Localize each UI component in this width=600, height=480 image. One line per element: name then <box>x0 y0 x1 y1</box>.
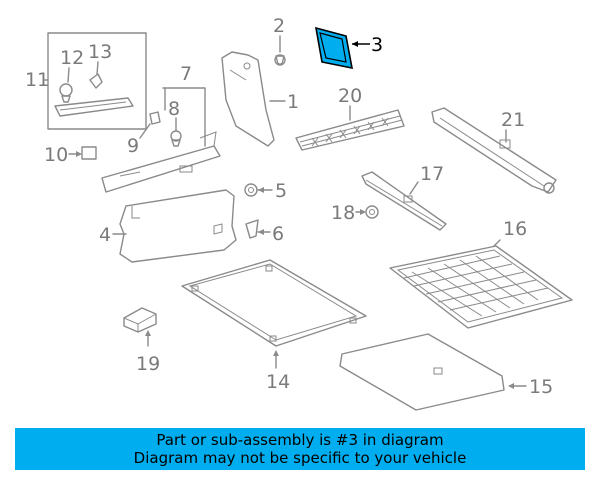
svg-text:18: 18 <box>331 202 355 224</box>
info-banner: Part or sub-assembly is #3 in diagram Di… <box>15 428 585 470</box>
part-10 <box>81 146 97 160</box>
svg-text:20: 20 <box>338 85 362 107</box>
callout-2[interactable]: 2 <box>273 15 285 53</box>
svg-text:13: 13 <box>88 41 112 63</box>
part-17 <box>361 171 447 231</box>
svg-text:9: 9 <box>127 135 139 157</box>
part-3-highlighted[interactable] <box>314 26 354 70</box>
svg-text:10: 10 <box>44 144 68 166</box>
part-6 <box>245 219 259 239</box>
part-4 <box>119 189 237 263</box>
callout-1[interactable]: 1 <box>269 91 299 113</box>
part-21 <box>431 107 557 194</box>
callout-11[interactable]: 11 <box>25 69 49 91</box>
banner-line-1: Part or sub-assembly is #3 in diagram <box>156 431 444 449</box>
parts-diagram: 11 12 13 1 2 3 <box>25 15 573 411</box>
svg-text:21: 21 <box>501 109 525 131</box>
svg-text:16: 16 <box>503 218 527 240</box>
callout-3[interactable]: 3 <box>352 34 383 56</box>
callout-20[interactable]: 20 <box>338 85 362 121</box>
svg-text:14: 14 <box>266 371 290 393</box>
callout-12[interactable]: 12 <box>60 47 84 83</box>
callout-21[interactable]: 21 <box>501 109 525 143</box>
svg-text:19: 19 <box>136 353 160 375</box>
callout-10[interactable]: 10 <box>44 144 82 166</box>
part-16 <box>389 245 573 329</box>
banner-line-2: Diagram may not be specific to your vehi… <box>133 449 467 467</box>
part-14 <box>181 259 367 347</box>
svg-text:12: 12 <box>60 47 84 69</box>
callout-18[interactable]: 18 <box>331 202 366 224</box>
svg-text:1: 1 <box>287 91 299 113</box>
callout-19[interactable]: 19 <box>136 330 160 375</box>
callout-5[interactable]: 5 <box>257 180 287 202</box>
callout-11-label: 11 <box>25 69 49 91</box>
part-5 <box>244 183 258 197</box>
part-8 <box>170 130 182 147</box>
svg-text:5: 5 <box>275 180 287 202</box>
part-11-box <box>47 32 147 130</box>
svg-text:3: 3 <box>371 34 383 56</box>
callout-9[interactable]: 9 <box>127 123 151 157</box>
svg-text:2: 2 <box>273 15 285 37</box>
callout-4[interactable]: 4 <box>99 224 127 246</box>
part-7 <box>101 131 221 193</box>
svg-text:17: 17 <box>420 163 444 185</box>
part-18 <box>365 205 379 219</box>
part-20 <box>295 109 405 151</box>
callout-16[interactable]: 16 <box>493 218 527 247</box>
part-1 <box>221 51 275 147</box>
part-19 <box>123 307 157 333</box>
callout-13[interactable]: 13 <box>88 41 112 75</box>
svg-text:7: 7 <box>180 63 192 85</box>
liner-grid-pattern <box>403 255 549 317</box>
svg-text:6: 6 <box>272 223 284 245</box>
svg-text:4: 4 <box>99 224 111 246</box>
part-2 <box>274 54 286 66</box>
callout-15[interactable]: 15 <box>508 376 553 398</box>
svg-text:8: 8 <box>168 98 180 120</box>
callout-17[interactable]: 17 <box>409 163 444 195</box>
part-15 <box>339 333 505 411</box>
callout-14[interactable]: 14 <box>266 350 290 393</box>
callout-6[interactable]: 6 <box>257 223 284 245</box>
part-9 <box>149 111 161 125</box>
callout-7[interactable]: 7 <box>162 63 206 147</box>
svg-text:15: 15 <box>529 376 553 398</box>
callout-8[interactable]: 8 <box>168 98 180 131</box>
